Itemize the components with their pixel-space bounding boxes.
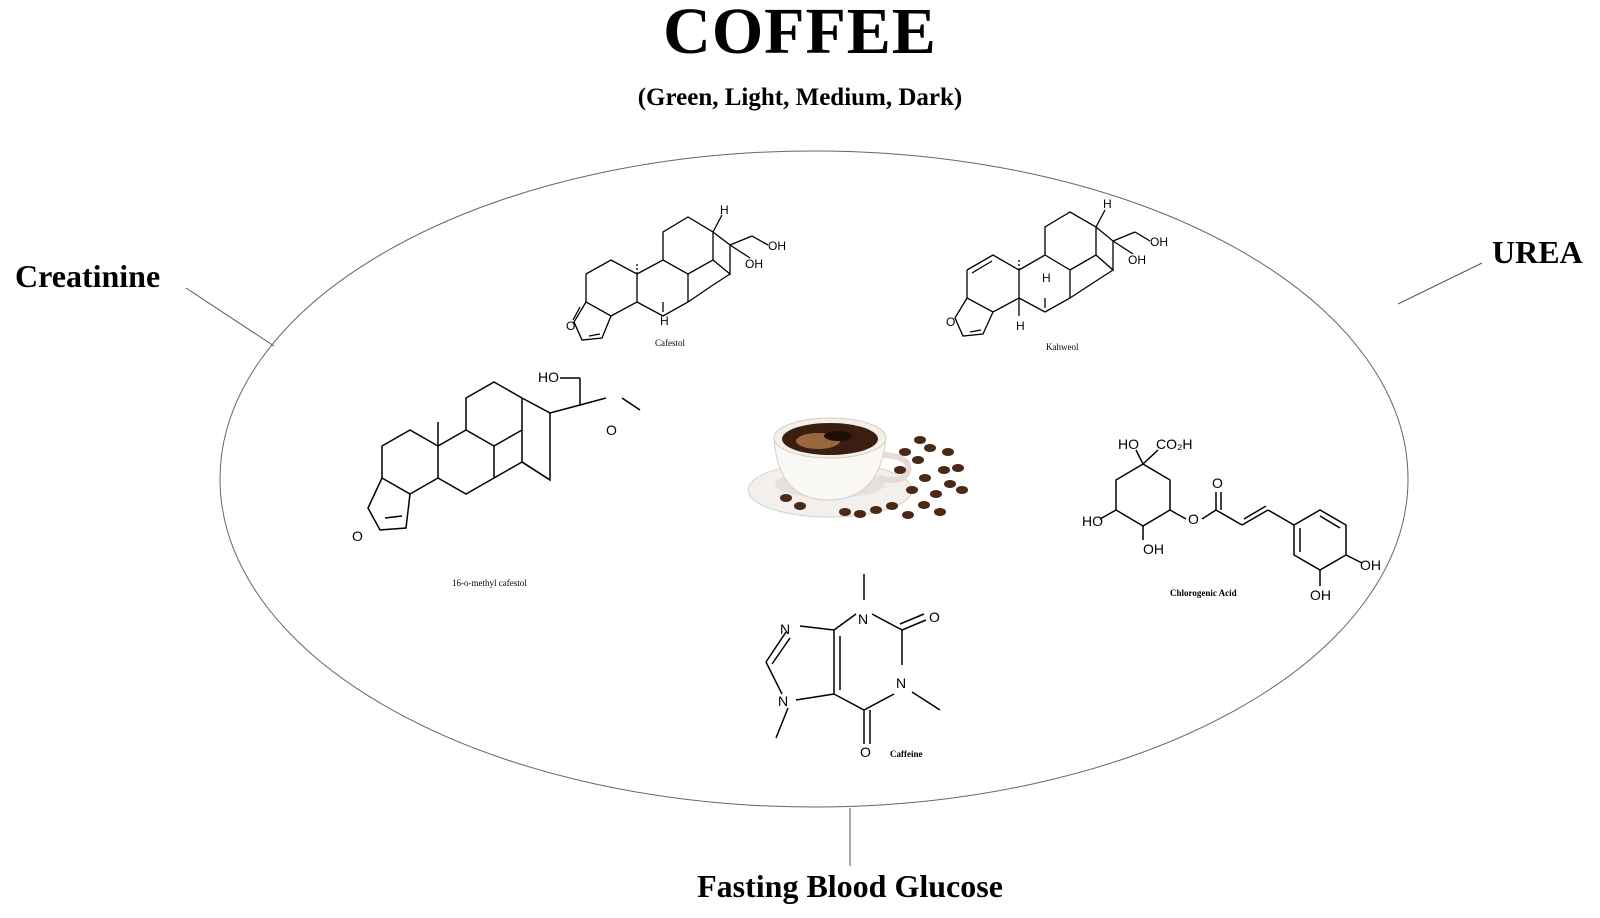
kahweol-structure: [954, 209, 1151, 337]
caffeine-o1: O: [929, 609, 940, 625]
kahweol-oh1: OH: [1150, 235, 1168, 249]
kahweol-label: Kahweol: [1046, 342, 1079, 352]
kahweol-oh2: OH: [1128, 253, 1146, 267]
kahweol-o: O: [946, 315, 955, 329]
chlorogenic-acid-label: Chlorogenic Acid: [1170, 588, 1237, 598]
chlorogenic-carbonyl-o: O: [1212, 475, 1223, 491]
kahweol-h1: H: [1103, 197, 1112, 211]
chlorogenic-co2h: CO₂H: [1156, 436, 1193, 452]
cafestol-oh2: OH: [745, 257, 763, 271]
cafestol-h2: H: [660, 314, 669, 328]
connector-creatinine: [185, 287, 275, 347]
kahweol-h3: H: [1016, 319, 1025, 333]
methyl-cafestol-o: O: [606, 422, 617, 438]
diagram-title: COFFEE: [663, 0, 937, 68]
outcome-urea: UREA: [1492, 234, 1583, 270]
outcome-creatinine: Creatinine: [15, 258, 161, 294]
caffeine-structure: [765, 574, 941, 744]
caffeine-label: Caffeine: [890, 749, 923, 759]
chlorogenic-ester-o: O: [1188, 511, 1199, 527]
connector-urea: [1397, 262, 1483, 305]
kahweol-h2: H: [1042, 271, 1051, 285]
caffeine-n1: N: [858, 611, 868, 627]
caffeine-n7: N: [780, 621, 790, 637]
compound-ellipse: [219, 150, 1409, 808]
connector-lines: [185, 262, 1483, 866]
cafestol-structure: [572, 214, 769, 341]
caffeine-n9: N: [778, 693, 788, 709]
cafestol-h1: H: [720, 203, 729, 217]
chlorogenic-oh-bottom: OH: [1143, 541, 1164, 557]
chlorogenic-ho-top: HO: [1118, 436, 1139, 452]
caffeine-o2: O: [860, 744, 871, 760]
diagram-subtitle: (Green, Light, Medium, Dark): [637, 84, 963, 111]
cafestol-label: Cafestol: [655, 338, 685, 348]
chlorogenic-oh-ring1: OH: [1360, 557, 1381, 573]
methyl-cafestol-furan-o: O: [352, 528, 363, 544]
coffee-cup-image: [747, 417, 968, 519]
outcome-fasting-blood-glucose: Fasting Blood Glucose: [697, 868, 1003, 904]
methyl-cafestol-label: 16-o-methyl cafestol: [452, 578, 527, 588]
chlorogenic-oh-ring2: OH: [1310, 587, 1331, 603]
cafestol-o: O: [566, 319, 575, 333]
chlorogenic-ho-left: HO: [1082, 513, 1103, 529]
chlorogenic-acid-structure: [1099, 449, 1363, 586]
cafestol-oh1: OH: [768, 239, 786, 253]
methyl-cafestol-structure: [367, 377, 641, 531]
methyl-cafestol-ho: HO: [538, 369, 559, 385]
caffeine-n3: N: [896, 675, 906, 691]
